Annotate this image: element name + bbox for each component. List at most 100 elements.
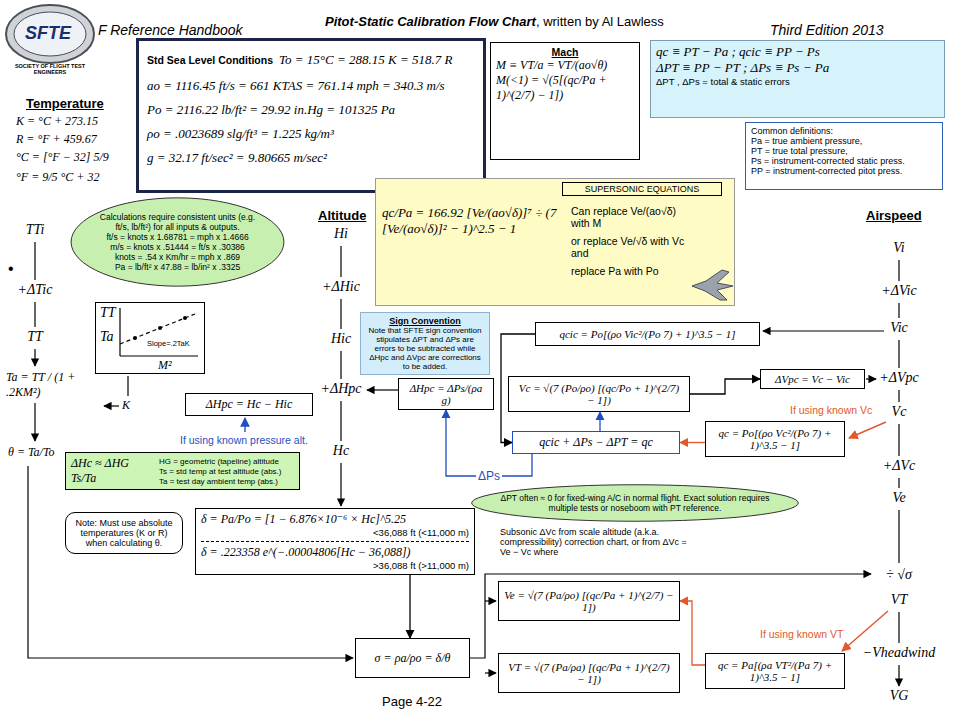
annotation: If using known pressure alt. [180, 434, 308, 446]
box-text: HG = geometric (tapeline) altitude [159, 457, 294, 466]
note-box: Sign ConventionNote that SFTE sign conve… [360, 312, 490, 375]
logo-center [14, 12, 86, 56]
box-text: δ = .223358 e^(−.00004806[Hc − 36,088]) [201, 541, 469, 560]
flow-line [340, 401, 341, 441]
formula-box: qcic + ΔPs − ΔPT = qc [512, 431, 680, 454]
box-text: ΔVpc = Vc − Vic [766, 373, 859, 385]
flow-value: ÷ √σ [886, 567, 912, 583]
formula-box: σ = ρa/ρo = δ/θ [355, 638, 470, 678]
box-text: qc = Po[(ρo Vc²/(Po 7) + 1)^3.5 − 1] [711, 427, 839, 451]
title-text: Pitot-Static Calibration Flow Chart [325, 14, 536, 29]
box-text: Common definitions: [751, 126, 937, 136]
flow-line [340, 463, 341, 506]
box-text: knots = .54 x Km/hr = mph x .869 [98, 252, 257, 262]
flow-line [485, 672, 496, 673]
formula-box: Vc = √(7 (Po/ρo) [(qc/Po + 1)^(2/7) − 1]… [508, 376, 690, 412]
box-text: TT [100, 305, 116, 321]
box-text: Can replace Ve/(ao√δ) with M [571, 205, 689, 229]
flow-line [340, 246, 341, 277]
box-text: ΔPT , ΔPs = total & static errors [656, 76, 939, 87]
chart-axis [119, 308, 120, 356]
box-text: Pa = true ambient pressure, [751, 136, 937, 146]
flow-value: −Vheadwind [863, 645, 935, 661]
box-text: Ts = std temp at test altitude (abs.) [159, 467, 294, 476]
box-text: Std Sea Level Conditions [147, 51, 273, 70]
flow-value: +ΔHpc [321, 381, 362, 397]
conversion-formula: °C = [°F − 32] 5/9 [16, 150, 109, 165]
flow-line [34, 302, 35, 327]
logo-text: SFTE [25, 23, 71, 44]
flow-value: +ΔTic [18, 282, 53, 298]
box-text: Ta [100, 329, 114, 345]
flow-line [34, 242, 35, 280]
flow-value: Ve [892, 490, 905, 506]
box-text: ΔPT ≡ PP − PT ; ΔPs ≡ Ps − Pa [656, 60, 939, 76]
conversion-formula: K = °C + 273.15 [16, 114, 98, 129]
flow-value: +ΔHic [322, 279, 360, 295]
box-text: Po = 2116.22 lb/ft² = 29.92 in.Hg = 1013… [147, 98, 475, 122]
note-text: Subsonic ΔVc from scale altitude (a.k.a.… [500, 527, 695, 557]
formula-box: qc = Pa[(ρa VT²/(Pa 7) + 1)^3.5 − 1] [705, 653, 845, 689]
bullet: • [8, 260, 14, 278]
box-text: qc ≡ PT − Pa ; qcic ≡ PP − Ps [656, 44, 939, 60]
box-text: qc = Pa[(ρa VT²/(Pa 7) + 1)^3.5 − 1] [711, 659, 839, 683]
leader-line [244, 418, 245, 432]
formula-box: ΔHpc = ΔPs/(ρa g) [398, 378, 494, 410]
formula-box: qcic = Po[(ρo Vic²/(Po 7) + 1)^3.5 − 1] [535, 322, 760, 346]
flow-value: +ΔVc [883, 458, 915, 474]
flow-formula: θ = Ta/To [8, 445, 54, 460]
formula-box: ΔVpc = Vc − Vic [760, 369, 865, 389]
box-text: Ta = test day ambient temp (abs.) [159, 477, 294, 486]
header-text: F Reference Handbook [98, 22, 243, 38]
flow-line [340, 351, 341, 379]
box-text: qcic = Po[(ρo Vic²/(Po 7) + 1)^3.5 − 1] [541, 328, 754, 340]
box-text: SUPERSONIC EQUATIONS [567, 184, 717, 194]
flow-value: Vic [890, 320, 908, 336]
box-text: Vc = √(7 (Po/ρo) [(qc/Po + 1)^(2/7) − 1]… [514, 382, 684, 406]
box-text: To = 15°C = 288.15 K = 518.7 R [279, 48, 452, 72]
box-text: PT = true total pressure, [751, 146, 937, 156]
flow-value: TT [27, 329, 43, 345]
box-text: M ≡ VT/a = VT/(ao√θ) [496, 58, 634, 73]
box-text: VT = √(7 (Pa/ρa) [(qc/Pa + 1)^(2/7) − 1]… [504, 661, 674, 685]
header-text: Third Edition 2013 [770, 22, 884, 38]
annotation: If using known Vc [790, 404, 872, 416]
flow-line [34, 349, 35, 366]
flow-line [898, 340, 899, 368]
box-text: M(<1) = √(5[(qc/Pa + 1)^(2/7) − 1]) [496, 73, 634, 103]
flow-line [898, 260, 899, 281]
flow-line [763, 330, 884, 331]
box-text: Slope=.2TaK [147, 339, 190, 348]
box-text: ρo = .0023689 slg/ft³ = 1.225 kg/m³ [147, 122, 475, 146]
box-text: qc/Pa = 166.92 [Ve/(ao√δ)]⁷ ÷ (7 [Ve/(ao… [382, 205, 567, 277]
box-text: δ = Pa/Po = [1 − 6.876×10⁻⁶ × Hc]^5.25 [201, 512, 469, 527]
section-heading: Temperature [26, 96, 104, 111]
flow-line [485, 600, 496, 601]
connector [690, 379, 760, 394]
flow-value: Vi [893, 240, 904, 256]
flow-line [367, 389, 398, 390]
box-text: Note: Must use absolute temperatures (K … [72, 518, 176, 548]
box-text: g = 32.17 ft/sec² = 9.80665 m/sec² [147, 146, 475, 170]
note-box: Note: Must use absolute temperatures (K … [65, 512, 183, 554]
flow-line [898, 478, 899, 488]
box-text: replace Pa with Po [571, 265, 689, 277]
connector [599, 412, 600, 431]
note-ellipse: Calculations require consistent units (e… [70, 196, 285, 288]
constants-box: Std Sea Level Conditions To = 15°C = 288.… [136, 38, 486, 193]
flow-value: Vc [892, 404, 907, 420]
connector [680, 601, 705, 665]
section-heading: Altitude [318, 208, 366, 223]
section-heading: Airspeed [866, 208, 922, 223]
section-tag: SUPERSONIC EQUATIONS [562, 182, 722, 196]
page-number: Page 4-22 [382, 694, 442, 709]
note-box: ΔHc ≈ ΔHG Ts/TaHG = geometric (tapeline)… [65, 452, 300, 490]
ellipse-shape [71, 198, 284, 286]
connector-label: ΔPs [476, 469, 502, 483]
flow-value: TTi [26, 222, 45, 238]
box-text: Ps = instrument-corrected static press. [751, 156, 937, 166]
box-text: Calculations require consistent units (e… [98, 212, 257, 232]
flow-line [470, 574, 871, 658]
